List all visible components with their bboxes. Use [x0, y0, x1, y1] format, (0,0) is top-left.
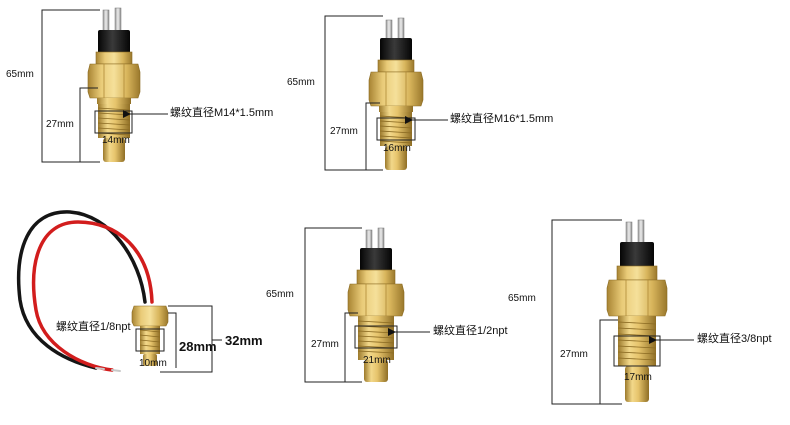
sensor-5-dimension-lines [551, 219, 694, 405]
sensor-3-length-label: 32mm [225, 333, 263, 348]
sensor-5-diameter-label: 17mm [624, 372, 652, 383]
sensor-3-wires [16, 210, 154, 372]
sensor-4-height-label: 65mm [266, 289, 294, 300]
sensor-3-thread-spec: 螺纹直径1/8npt [56, 321, 131, 333]
sensor-1-dimension-lines [41, 9, 168, 163]
sensor-2-dimension-lines [324, 15, 448, 171]
sensor-2-diameter-label: 16mm [383, 143, 411, 154]
sensor-3 [16, 210, 222, 373]
sensor-2 [324, 15, 448, 171]
sensor-4-body [347, 227, 405, 382]
sensor-2-thread-length-label: 27mm [330, 126, 358, 137]
sensor-5-height-label: 65mm [508, 293, 536, 304]
sensor-5 [551, 219, 694, 405]
sensor-3-dimension-lines [135, 305, 222, 373]
sensor-3-thread-length-label: 28mm [179, 339, 217, 354]
sensor-4-thread-length-label: 27mm [311, 339, 339, 350]
sensor-5-thread-length-label: 27mm [560, 349, 588, 360]
sensor-4 [304, 227, 430, 383]
sensor-5-thread-spec: 螺纹直径3/8npt [697, 333, 772, 345]
sensor-4-dimension-lines [304, 227, 430, 383]
sensor-1 [41, 7, 168, 163]
sensor-1-diameter-label: 14mm [102, 135, 130, 146]
sensor-1-body [87, 7, 141, 162]
sensor-1-thread-length-label: 27mm [46, 119, 74, 130]
sensor-2-height-label: 65mm [287, 77, 315, 88]
sensor-4-thread-spec: 螺纹直径1/2npt [433, 325, 508, 337]
sensor-4-diameter-label: 21mm [363, 355, 391, 366]
sensor-3-diameter-label: 10mm [139, 358, 167, 369]
sensor-5-body [606, 219, 668, 402]
sensor-2-thread-spec: 螺纹直径M16*1.5mm [450, 113, 554, 125]
sensor-1-height-label: 65mm [6, 69, 34, 80]
sensor-3-body [131, 305, 169, 366]
sensor-1-thread-spec: 螺纹直径M14*1.5mm [170, 107, 274, 119]
